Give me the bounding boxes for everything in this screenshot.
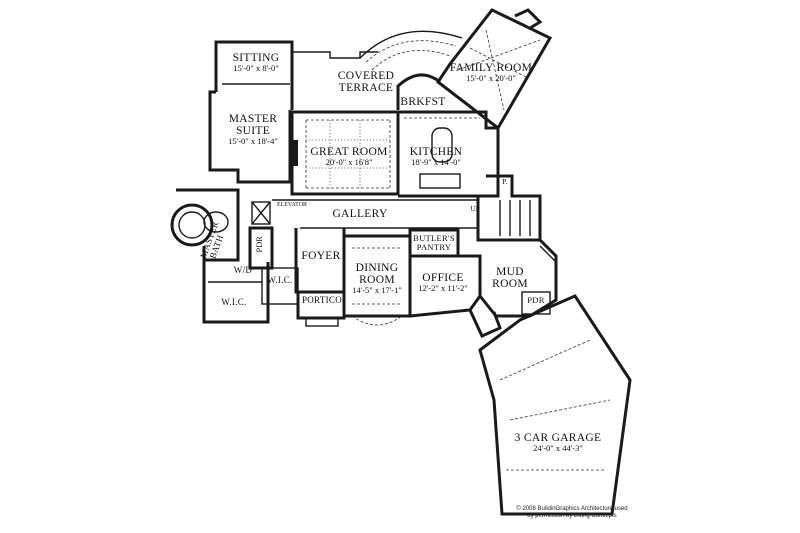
room-wic-right: W.I.C. <box>262 275 298 285</box>
gallery-name: GALLERY <box>332 208 388 220</box>
mud-room-line2: ROOM <box>492 278 528 291</box>
room-covered-terrace: COVERED TERRACE <box>326 70 406 94</box>
butlers-pantry-line1: BUTLER'S <box>413 233 455 243</box>
room-pdr-right: PDR <box>522 296 550 305</box>
room-portico: PORTICO <box>300 295 344 305</box>
room-pantry-p: P. <box>498 178 512 186</box>
dining-room-line1: DINING <box>355 262 399 274</box>
covered-terrace-line1: COVERED <box>337 70 395 82</box>
wic-left-walls <box>202 260 270 324</box>
room-elevator: ELEVATOR <box>270 202 314 208</box>
brkfst-bay <box>396 73 441 110</box>
room-garage: 3 CAR GARAGE 24'-0" x 44'-3" <box>512 432 604 453</box>
room-wic-left: W.I.C. <box>214 297 254 307</box>
room-mud-room: MUD ROOM <box>490 266 530 290</box>
room-foyer: FOYER <box>300 250 342 262</box>
sitting-walls <box>214 40 294 110</box>
office-name: OFFICE <box>422 272 464 284</box>
wic-right-name: W.I.C. <box>267 275 293 285</box>
master-suite-line1: MASTER <box>228 113 278 125</box>
room-sitting: SITTING 15'-0" x 8'-0" <box>228 52 284 73</box>
garage-walls <box>478 294 632 516</box>
master-suite-dim: 15'-0" x 18'-4" <box>228 136 278 147</box>
stair-up-name: UP <box>470 205 480 213</box>
credit-line2: by permission by Living Concepts <box>527 513 617 520</box>
family-room-dim: 15'-0" x 20'-0" <box>466 73 516 84</box>
brkfst-name: BRKFST <box>400 96 446 108</box>
terrace-outline <box>292 51 378 59</box>
family-room-walls <box>435 8 553 131</box>
great-room-name: GREAT ROOM <box>310 146 388 158</box>
sitting-dim: 15'-0" x 8'-0" <box>233 63 279 74</box>
pdr-right-name: PDR <box>527 295 545 305</box>
kitchen-walls <box>398 110 500 198</box>
dining-room-dim: 14'-5" x 17'-1" <box>352 285 402 296</box>
kitchen-name: KITCHEN <box>409 146 463 158</box>
master-bath-rotunda <box>170 203 214 247</box>
room-great-room: GREAT ROOM 20'-0" x 16'8" <box>306 146 392 167</box>
stair-up: UP <box>466 205 484 213</box>
butlers-pantry-line2: PANTRY <box>416 241 452 252</box>
master-suite-walls <box>208 90 292 184</box>
pdr-left-name: PDR <box>254 235 264 253</box>
room-office: OFFICE 12'-2" x 11'-2" <box>412 272 474 293</box>
room-dining-room: DINING ROOM 14'-5" x 17'-1" <box>344 262 410 295</box>
room-pdr-left: PDR <box>254 232 264 256</box>
sitting-name: SITTING <box>232 52 280 64</box>
pdr-left-walls <box>248 226 274 270</box>
room-brkfst: BRKFST <box>398 96 448 108</box>
room-wd: W/D <box>228 265 258 275</box>
mud-room-line1: MUD <box>496 266 524 278</box>
room-kitchen: KITCHEN 18'-9" x 14'-0" <box>398 146 474 167</box>
copyright-credit: © 2008 BuildinGraphics Architecture used… <box>512 506 632 520</box>
stair-walls <box>476 174 542 242</box>
kitchen-dim: 18'-9" x 14'-0" <box>411 157 461 168</box>
dining-room-line2: ROOM <box>359 274 395 287</box>
master-suite-line2: SUITE <box>235 125 271 138</box>
covered-terrace-line2: TERRACE <box>338 82 394 95</box>
room-gallery: GALLERY <box>330 208 390 220</box>
foyer-name: FOYER <box>301 250 341 262</box>
wd-name: W/D <box>233 265 253 275</box>
garage-name: 3 CAR GARAGE <box>514 432 602 444</box>
portico-name: PORTICO <box>301 295 343 305</box>
great-room-dim: 20'-0" x 16'8" <box>325 157 373 168</box>
room-master-suite: MASTER SUITE 15'-0" x 18'-4" <box>218 113 288 146</box>
office-dim: 12'-2" x 11'-2" <box>418 283 468 294</box>
terrace-arc <box>359 30 463 59</box>
wic-left-name: W.I.C. <box>221 297 247 307</box>
room-family-room: FAMILY ROOM 15'-0" x 20'-0" <box>448 62 534 83</box>
family-room-name: FAMILY ROOM <box>449 62 533 74</box>
elevator-name: ELEVATOR <box>276 202 308 208</box>
pantry-p-name: P. <box>502 177 508 186</box>
credit-line1: © 2008 BuildinGraphics Architecture used <box>516 506 628 512</box>
room-butlers-pantry: BUTLER'S PANTRY <box>412 234 456 252</box>
garage-dim: 24'-0" x 44'-3" <box>533 443 583 454</box>
